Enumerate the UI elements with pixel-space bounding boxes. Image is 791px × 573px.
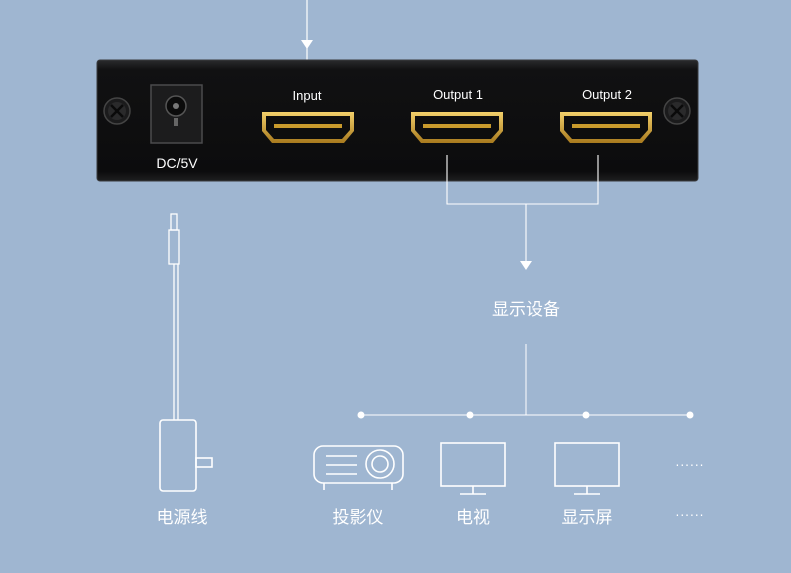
power-cable-label: 电源线	[157, 503, 208, 528]
screw-icon	[104, 98, 130, 124]
power-port-label: DC/5V	[156, 155, 197, 171]
hdmi-port-icon[interactable]	[262, 112, 354, 143]
output2-port-label: Output 2	[582, 87, 632, 102]
input-port-label: Input	[293, 88, 322, 103]
tv-icon	[441, 443, 505, 494]
monitor-label: 显示屏	[562, 503, 613, 528]
more-label-ellipsis: ......	[676, 505, 705, 519]
monitor-icon	[555, 443, 619, 494]
down-arrow-icon	[520, 261, 532, 270]
hdmi-port-icon[interactable]	[560, 112, 652, 143]
projector-icon	[314, 446, 403, 490]
hdmi-port-icon[interactable]	[411, 112, 503, 143]
tv-label: 电视	[456, 503, 490, 528]
projector-label: 投影仪	[333, 503, 384, 528]
display-devices-tree	[361, 344, 690, 415]
screw-icon	[664, 98, 690, 124]
dc-jack-icon[interactable]	[151, 85, 202, 143]
power-adapter-icon	[160, 420, 212, 491]
power-cable	[169, 214, 179, 420]
more-devices-ellipsis: ......	[676, 455, 705, 469]
down-arrow-icon	[301, 40, 313, 49]
display-devices-label: 显示设备	[492, 295, 560, 320]
output1-port-label: Output 1	[433, 87, 483, 102]
